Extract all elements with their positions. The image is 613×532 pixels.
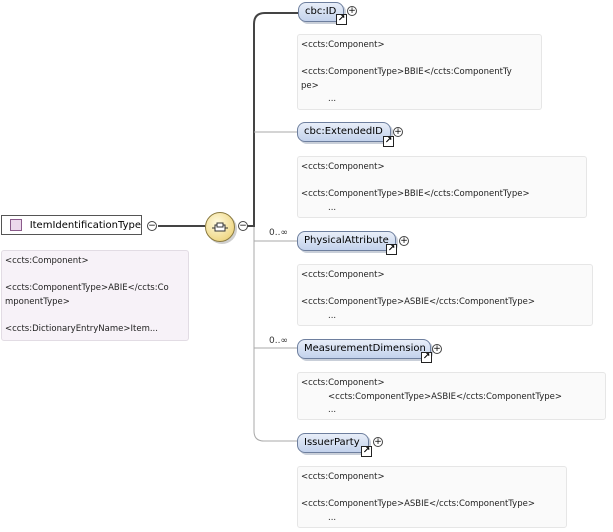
cardinality-physicalattribute: 0..∞	[269, 228, 288, 238]
annotation-cbc-id: <ccts:Component> <ccts:ComponentType>BBI…	[297, 34, 542, 110]
reference-arrow-icon: ↗	[361, 446, 372, 457]
element-physicalattribute[interactable]: PhysicalAttribute	[297, 231, 396, 251]
reference-arrow-icon: ↗	[336, 14, 347, 25]
element-cbc-id[interactable]: cbc:ID	[298, 2, 344, 22]
sequence-glyph-icon	[212, 222, 228, 232]
reference-arrow-icon: ↗	[383, 136, 394, 147]
reference-arrow-icon: ↗	[386, 244, 397, 255]
reference-arrow-icon: ↗	[421, 352, 432, 363]
minus-circle-icon[interactable]: −	[147, 221, 157, 231]
sequence-compositor-icon[interactable]	[205, 212, 235, 242]
element-measurementdimension[interactable]: MeasurementDimension	[297, 339, 431, 359]
plus-circle-icon[interactable]: +	[393, 127, 403, 137]
complex-type-icon	[10, 219, 22, 231]
plus-circle-icon[interactable]: +	[373, 437, 383, 447]
minus-circle-icon[interactable]: −	[238, 221, 248, 231]
annotation-measurementdimension: <ccts:Component> <ccts:ComponentType>ASB…	[297, 372, 606, 420]
cardinality-measurementdimension: 0..∞	[269, 336, 288, 346]
root-type-box[interactable]: ItemIdentificationType	[1, 215, 142, 235]
plus-circle-icon[interactable]: +	[399, 236, 409, 246]
root-annotation: <ccts:Component> <ccts:ComponentType>ABI…	[1, 250, 189, 341]
annotation-cbc-extendedid: <ccts:Component> <ccts:ComponentType>BBI…	[297, 156, 587, 218]
element-issuerparty[interactable]: IssuerParty	[297, 433, 369, 453]
plus-circle-icon[interactable]: +	[347, 6, 357, 16]
element-cbc-extendedid[interactable]: cbc:ExtendedID	[297, 122, 391, 142]
annotation-issuerparty: <ccts:Component> <ccts:ComponentType>ASB…	[297, 466, 567, 528]
root-type-label: ItemIdentificationType	[29, 219, 141, 231]
annotation-physicalattribute: <ccts:Component> <ccts:ComponentType>ASB…	[297, 264, 593, 326]
plus-circle-icon[interactable]: +	[432, 344, 442, 354]
